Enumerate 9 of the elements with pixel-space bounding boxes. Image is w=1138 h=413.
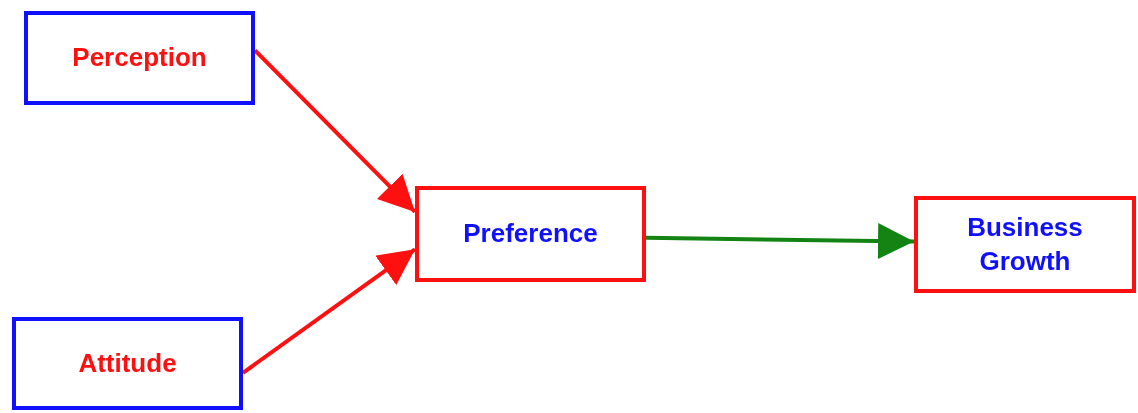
box-label: Business Growth [966, 210, 1084, 278]
process-box [12, 317, 243, 410]
box-label: Attitude [78, 346, 177, 380]
box-label: Perception [72, 41, 207, 75]
process-box [24, 11, 255, 105]
process-box [415, 186, 646, 282]
process-box [914, 196, 1136, 293]
arrow [645, 223, 915, 260]
box-label: Preference [463, 217, 598, 251]
